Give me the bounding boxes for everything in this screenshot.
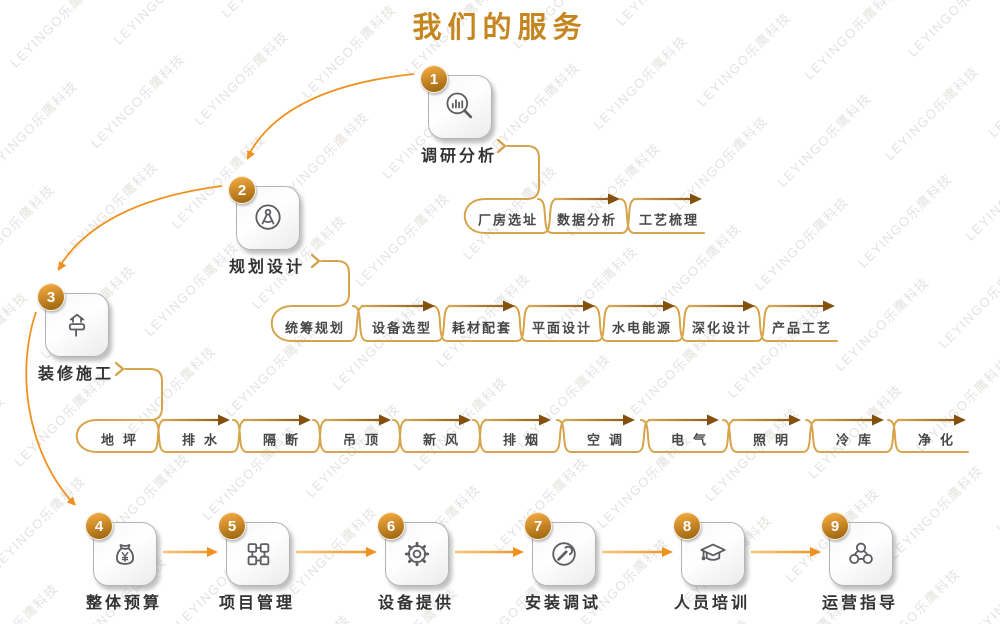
step-number-badge: 4 [85, 512, 113, 540]
gear-icon [404, 541, 430, 567]
graduation-cap-icon [700, 543, 726, 561]
step-node-7[interactable]: 7 安装调试 [524, 512, 598, 612]
arrowhead-icon [623, 414, 635, 426]
substep-label: 平面设计 [531, 320, 593, 335]
substep-label: 地坪 [100, 432, 146, 448]
step-node-8[interactable]: 8 人员培训 [673, 512, 747, 612]
step-label: 调研分析 [420, 148, 497, 165]
arrowhead-icon [299, 414, 311, 426]
substep-label: 耗材配套 [451, 320, 513, 335]
substep-label: 产品工艺 [771, 320, 833, 335]
substep-label: 深化设计 [691, 320, 753, 335]
substep-label: 工艺梳理 [638, 212, 700, 228]
arrowhead-icon [810, 547, 821, 557]
arrowhead-icon [247, 150, 255, 160]
arrowhead-icon [66, 496, 76, 506]
step-node-6[interactable]: 6 设备提供 [377, 512, 451, 612]
arrowhead-icon [662, 547, 673, 557]
flow-chevron-icon [114, 361, 125, 377]
substep-label: 隔断 [262, 432, 308, 448]
step-label: 项目管理 [218, 595, 295, 612]
step-node-1[interactable]: 1 调研分析 [420, 65, 494, 165]
step-label: 运营指导 [821, 595, 898, 612]
arrowhead-icon [707, 414, 719, 426]
step-curve-arrow [246, 73, 415, 159]
step-number-badge: 3 [37, 283, 65, 311]
arrowhead-icon [379, 414, 391, 426]
step-number-badge: 7 [524, 512, 552, 540]
step-node-5[interactable]: 5 项目管理 [218, 512, 292, 612]
step-label: 装修施工 [37, 366, 114, 383]
step-node-9[interactable]: 9 运营指导 [821, 512, 895, 612]
substep-label: 吊顶 [342, 432, 388, 448]
arrowhead-icon [58, 261, 67, 271]
substep-label: 新风 [422, 432, 468, 448]
step-number-badge: 6 [377, 512, 405, 540]
step-card-4[interactable] [93, 522, 157, 586]
flow-chevron-icon [496, 138, 507, 154]
arrowhead-icon [823, 300, 835, 312]
step-node-3[interactable]: 3 装修施工 [37, 283, 111, 383]
step-label: 人员培训 [673, 595, 750, 612]
step-number-badge: 2 [228, 176, 256, 204]
step-label: 设备提供 [377, 595, 454, 612]
substep-label: 排水 [181, 432, 227, 448]
step-label: 整体预算 [85, 595, 162, 612]
arrowhead-icon [789, 414, 801, 426]
substep-label: 冷库 [835, 432, 881, 448]
step-node-4[interactable]: 4 整体预算 [85, 512, 159, 612]
money-bag-icon [116, 544, 134, 565]
step-label: 规划设计 [228, 259, 305, 276]
drafting-compass-icon [255, 204, 281, 230]
substep-label: 空调 [586, 432, 632, 448]
arrowhead-icon [583, 300, 595, 312]
substep-label: 统筹规划 [284, 320, 346, 335]
substep-label: 水电能源 [611, 320, 673, 335]
step-node-2[interactable]: 2 规划设计 [228, 176, 302, 276]
substep-chain-row-1 [463, 145, 705, 234]
arrowhead-icon [207, 547, 218, 557]
arrowhead-icon [459, 414, 471, 426]
team-circles-icon [849, 542, 873, 564]
substep-label: 照明 [752, 432, 798, 448]
blocks-icon [247, 543, 270, 566]
substep-label: 设备选型 [371, 320, 433, 335]
step-card-3[interactable] [45, 293, 109, 357]
paint-roller-icon [68, 313, 86, 337]
arrowhead-icon [954, 414, 966, 426]
wrench-icon [552, 542, 576, 566]
step-label: 安装调试 [524, 595, 601, 612]
arrowhead-icon [608, 193, 620, 205]
arrowhead-icon [366, 547, 377, 557]
arrowhead-icon [539, 414, 551, 426]
arrowhead-icon [503, 300, 515, 312]
flow-chevron-icon [310, 253, 321, 269]
arrowhead-icon [743, 300, 755, 312]
page-title: 我们的服务 [412, 12, 588, 44]
substep-label: 数据分析 [556, 212, 618, 228]
arrowhead-icon [690, 193, 702, 205]
substep-label: 排烟 [502, 432, 548, 448]
step-curve-arrow [25, 311, 75, 505]
arrowhead-icon [423, 300, 435, 312]
substep-chain-row-3 [75, 368, 969, 453]
arrowhead-icon [872, 414, 884, 426]
substep-label: 电气 [670, 432, 716, 448]
arrowhead-icon [663, 300, 675, 312]
step-number-badge: 5 [218, 512, 246, 540]
step-number-badge: 9 [821, 512, 849, 540]
substep-label: 厂房选址 [477, 212, 539, 228]
step-number-badge: 1 [420, 65, 448, 93]
magnifier-chart-icon [446, 92, 473, 119]
step-curve-arrow [57, 185, 223, 270]
arrowhead-icon [513, 547, 524, 557]
substep-label: 净化 [917, 432, 963, 448]
arrowhead-icon [218, 414, 230, 426]
step-number-badge: 8 [673, 512, 701, 540]
substep-chain-row-2 [270, 260, 838, 342]
